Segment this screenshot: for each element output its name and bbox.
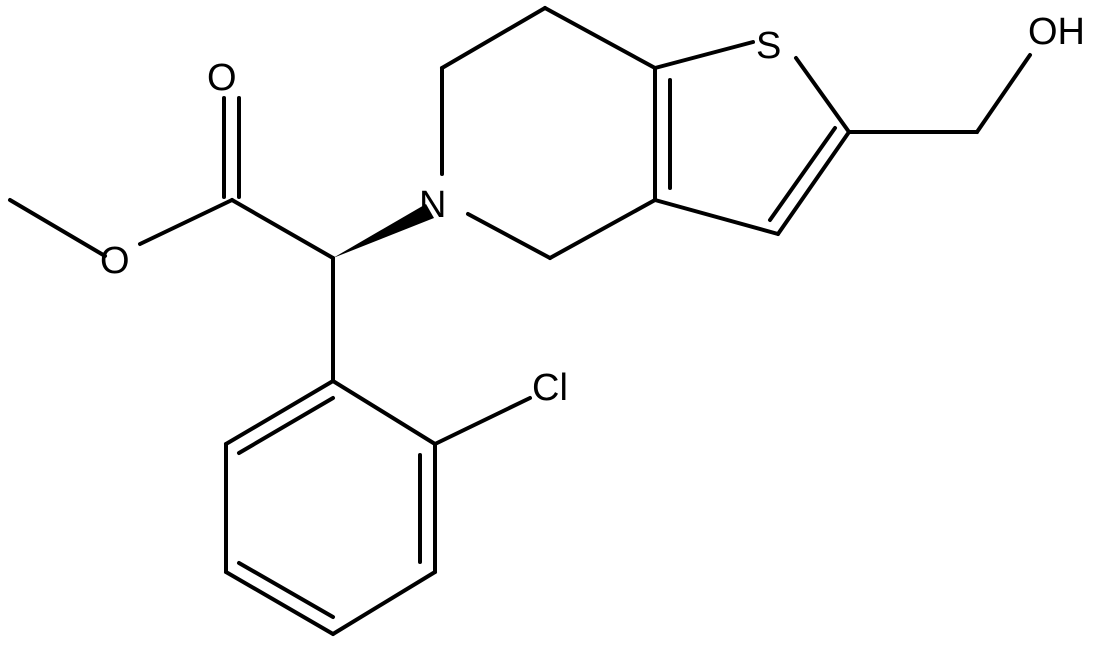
bond-sulfur-c2	[794, 56, 851, 134]
bond-ch2-fusion-upper	[543, 6, 657, 70]
bond-carbon-chlorine	[433, 396, 532, 446]
bond-c3-fusion	[653, 198, 780, 236]
bond-c-sulfur	[653, 40, 755, 70]
atom-chlorine: Cl	[532, 367, 568, 409]
bond-oxygen-carbonyl-carbon	[138, 198, 234, 246]
atom-nitrogen: N	[419, 184, 446, 226]
bond-c2-c3-b	[768, 126, 837, 222]
bond-ch2-n-lower	[466, 212, 552, 260]
atom-oxygen-carbonyl: O	[207, 57, 237, 99]
bond-ring-6-inner	[237, 396, 335, 455]
bond-ring-3	[331, 570, 437, 636]
bond-ring-1	[331, 379, 437, 446]
bond-chiral-nitrogen-wedge	[333, 204, 434, 258]
atom-hydroxyl: OH	[1028, 11, 1085, 53]
bond-ch2-ch2-upper	[440, 6, 547, 70]
atom-oxygen-ester: O	[100, 240, 130, 282]
bond-fusion-ch2-lower	[548, 198, 657, 260]
bonds	[8, 6, 1032, 636]
bond-ring-6	[224, 379, 335, 446]
atom-labels: O O N S OH Cl	[100, 11, 1085, 409]
bond-ring-4	[224, 570, 335, 636]
bond-carbonyl-chiral	[230, 198, 335, 260]
bond-c2-c3-a	[776, 130, 851, 236]
atom-sulfur: S	[756, 25, 781, 67]
bond-ch2-oh	[975, 53, 1032, 134]
bond-methyl-oxygen	[8, 198, 107, 258]
bond-ring-4-inner	[237, 561, 335, 619]
